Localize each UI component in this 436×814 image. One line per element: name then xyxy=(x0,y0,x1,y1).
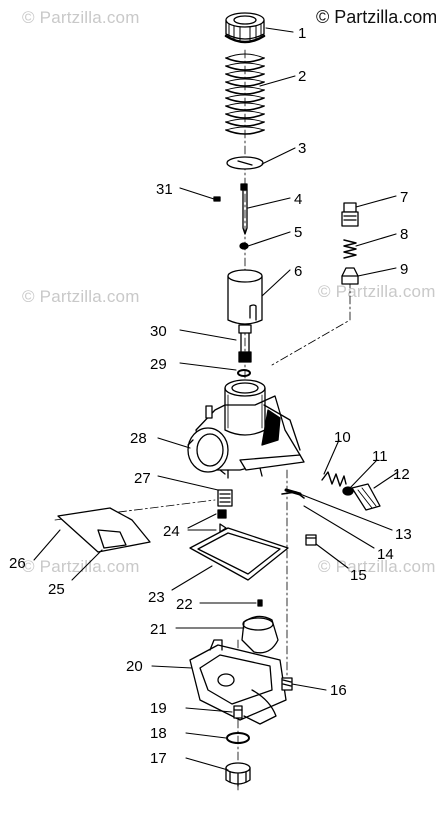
part-cable-13 xyxy=(281,488,305,499)
callout-30: 30 xyxy=(150,323,167,340)
part-needle-clip xyxy=(239,242,249,250)
watermark-low-right: © Partzilla.com xyxy=(318,557,436,576)
part-plug-19 xyxy=(233,705,243,719)
part-screw-31 xyxy=(213,196,221,202)
watermark-top-left: © Partzilla.com xyxy=(22,8,140,27)
part-retainer-plate xyxy=(226,156,264,170)
callout-28: 28 xyxy=(130,430,147,447)
leader-lines xyxy=(33,27,399,771)
callout-10: 10 xyxy=(334,429,351,446)
watermark-mid-right: © Partzilla.com xyxy=(318,282,436,301)
part-oring-18 xyxy=(226,732,250,744)
part-pin-22 xyxy=(257,599,263,607)
callout-16: 16 xyxy=(330,682,347,699)
part-air-screw xyxy=(351,483,381,511)
part-throttle-valve xyxy=(227,269,263,325)
idle-screw-axis-line xyxy=(271,279,351,366)
callout-17: 17 xyxy=(150,750,167,767)
callout-20: 20 xyxy=(126,658,143,675)
callout-18: 18 xyxy=(150,725,167,742)
part-needle-valve-27 xyxy=(217,489,233,507)
callout-22: 22 xyxy=(176,596,193,613)
callout-9: 9 xyxy=(400,261,408,278)
part-idle-spring xyxy=(343,239,357,259)
callout-19: 19 xyxy=(150,700,167,717)
part-float-bowl-20 xyxy=(189,639,287,725)
part-cover-plate-26 xyxy=(57,507,151,553)
callout-labels: 1 2 3 4 5 6 7 8 9 10 11 12 13 14 15 16 1… xyxy=(9,25,412,767)
part-main-jet-24 xyxy=(217,509,227,533)
callout-1: 1 xyxy=(298,25,306,42)
part-air-screw-spring xyxy=(321,471,347,487)
copyright-label: © Partzilla.com xyxy=(316,7,436,27)
part-pilot-jet xyxy=(238,324,252,363)
callout-12: 12 xyxy=(393,466,410,483)
part-bowl-gasket-23 xyxy=(189,527,289,581)
watermark-mid-left: © Partzilla.com xyxy=(22,287,140,306)
callout-31: 31 xyxy=(156,181,173,198)
part-screw-16 xyxy=(281,677,293,691)
callout-5: 5 xyxy=(294,224,302,241)
callout-6: 6 xyxy=(294,263,302,280)
part-screw-15 xyxy=(305,534,317,546)
callout-29: 29 xyxy=(150,356,167,373)
watermark-low-left: © Partzilla.com xyxy=(22,557,140,576)
callout-24: 24 xyxy=(163,523,180,540)
part-oring-29 xyxy=(237,369,251,377)
callout-13: 13 xyxy=(395,526,412,543)
callout-2: 2 xyxy=(298,68,306,85)
part-float-21 xyxy=(241,615,279,654)
callout-25: 25 xyxy=(48,581,65,598)
callout-21: 21 xyxy=(150,621,167,638)
callout-23: 23 xyxy=(148,589,165,606)
part-drain-plug-17 xyxy=(225,762,251,787)
part-washer-11 xyxy=(342,486,354,496)
part-idle-tip xyxy=(341,267,359,285)
part-cap xyxy=(224,12,266,44)
callout-3: 3 xyxy=(298,140,306,157)
part-carburetor-body xyxy=(187,379,305,479)
callout-14: 14 xyxy=(377,546,394,563)
part-jet-needle xyxy=(240,183,248,235)
callout-4: 4 xyxy=(294,191,302,208)
part-idle-screw xyxy=(341,202,359,227)
callout-11: 11 xyxy=(372,448,388,465)
part-spring xyxy=(225,53,265,135)
callout-15: 15 xyxy=(350,567,367,584)
callout-8: 8 xyxy=(400,226,408,243)
callout-26: 26 xyxy=(9,555,26,572)
callout-7: 7 xyxy=(400,189,408,206)
callout-27: 27 xyxy=(134,470,151,487)
